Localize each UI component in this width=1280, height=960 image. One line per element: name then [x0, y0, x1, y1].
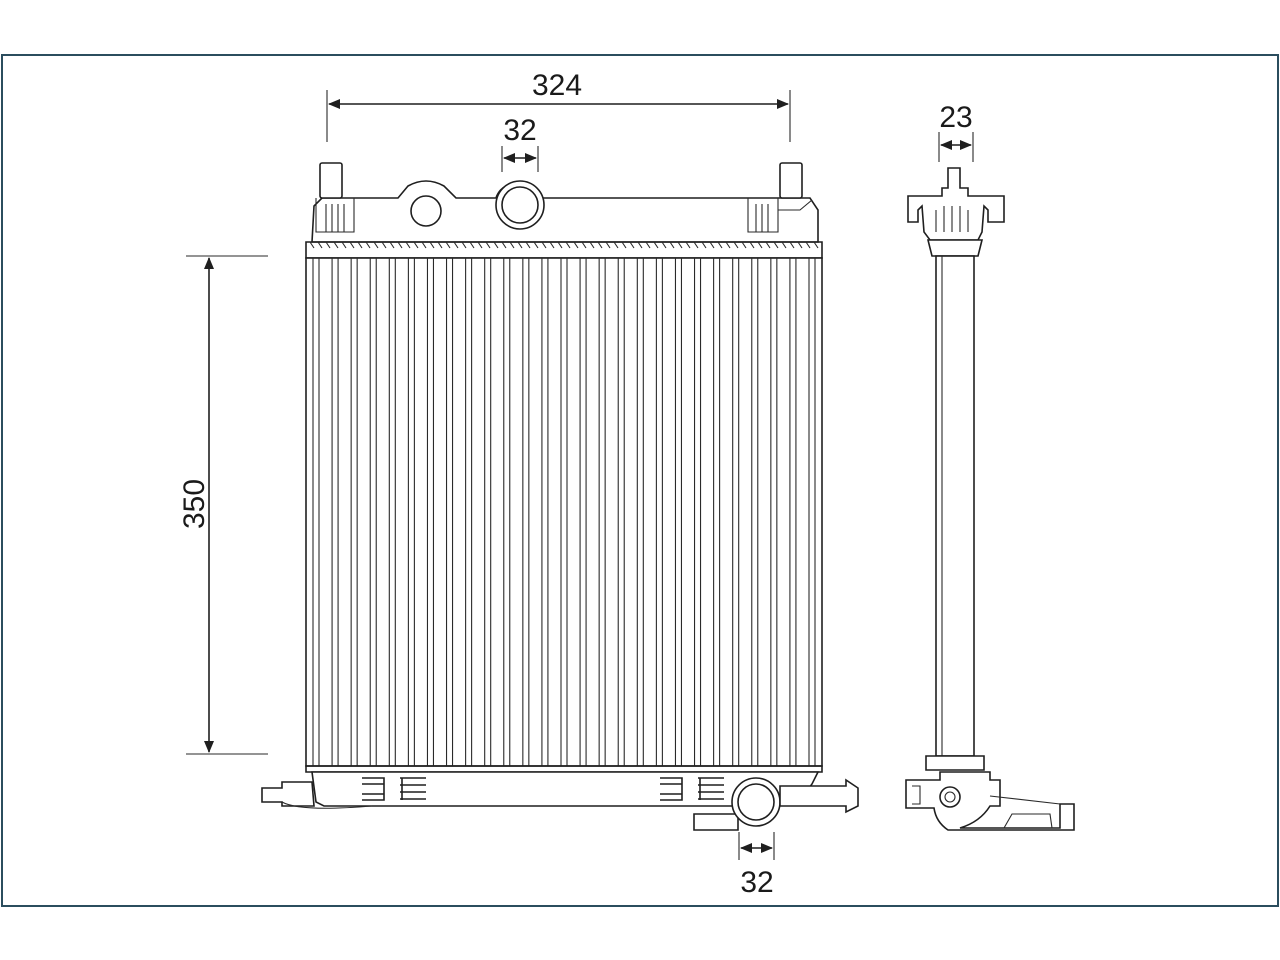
dimension-core-height: 350 — [178, 255, 268, 755]
dimension-label-bottom-pipe: 32 — [740, 866, 773, 899]
dimension-overall-width: 324 — [326, 69, 791, 142]
drawing-frame — [1, 54, 1279, 907]
dimension-bottom-pipe: 32 — [738, 832, 775, 899]
dimension-depth: 23 — [938, 101, 974, 162]
radiator-side-view — [905, 167, 1075, 831]
dimension-top-pipe: 32 — [501, 114, 539, 172]
dimension-label-top-pipe: 32 — [503, 114, 536, 147]
radiator-front-view — [261, 162, 859, 831]
dimension-label-width: 324 — [532, 69, 582, 102]
dimension-label-height: 350 — [178, 479, 211, 529]
dimension-label-depth: 23 — [939, 101, 972, 134]
